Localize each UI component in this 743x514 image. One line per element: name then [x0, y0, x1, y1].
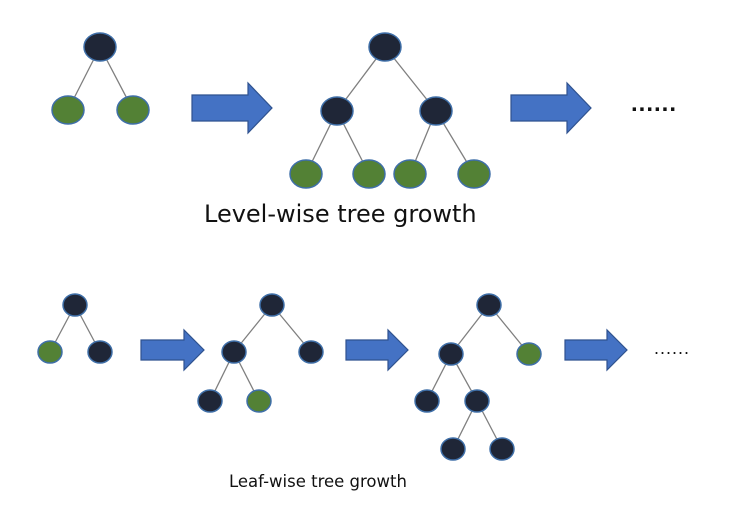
leaf-node [393, 159, 427, 189]
leaf-node [352, 159, 386, 189]
leaf-node [289, 159, 323, 189]
leaf-wise-continuation: ...... [654, 338, 691, 358]
leaf-wise-trees [37, 293, 542, 461]
internal-node [221, 340, 247, 364]
arrow-leaf-3-icon [564, 328, 628, 372]
leaf-node [457, 159, 491, 189]
leaf-node [51, 95, 85, 125]
leaf-wise-caption: Leaf-wise tree growth [229, 472, 407, 491]
internal-node [83, 32, 117, 62]
level-wise-trees [51, 32, 491, 189]
level-wise-tree-2 [289, 32, 491, 189]
internal-node [197, 389, 223, 413]
internal-node [489, 437, 515, 461]
internal-node [440, 437, 466, 461]
leaf-wise-tree-2 [197, 293, 324, 413]
internal-node [87, 340, 113, 364]
growth-arrows [140, 81, 628, 372]
internal-node [414, 389, 440, 413]
leaf-node [246, 389, 272, 413]
internal-node [62, 293, 88, 317]
internal-node [259, 293, 285, 317]
arrow-level-1-icon [191, 81, 273, 135]
arrow-leaf-1-icon [140, 328, 205, 372]
internal-node [298, 340, 324, 364]
internal-node [368, 32, 402, 62]
leaf-node [116, 95, 150, 125]
internal-node [476, 293, 502, 317]
internal-node [320, 96, 354, 126]
level-wise-caption: Level-wise tree growth [204, 200, 477, 228]
internal-node [464, 389, 490, 413]
arrow-leaf-2-icon [345, 328, 409, 372]
internal-node [419, 96, 453, 126]
leaf-node [516, 342, 542, 366]
level-wise-tree-1 [51, 32, 150, 125]
internal-node [438, 342, 464, 366]
leaf-wise-tree-3 [414, 293, 542, 461]
arrow-level-2-icon [510, 81, 592, 135]
leaf-node [37, 340, 63, 364]
level-wise-continuation: ...... [631, 90, 678, 117]
leaf-wise-tree-1 [37, 293, 113, 364]
